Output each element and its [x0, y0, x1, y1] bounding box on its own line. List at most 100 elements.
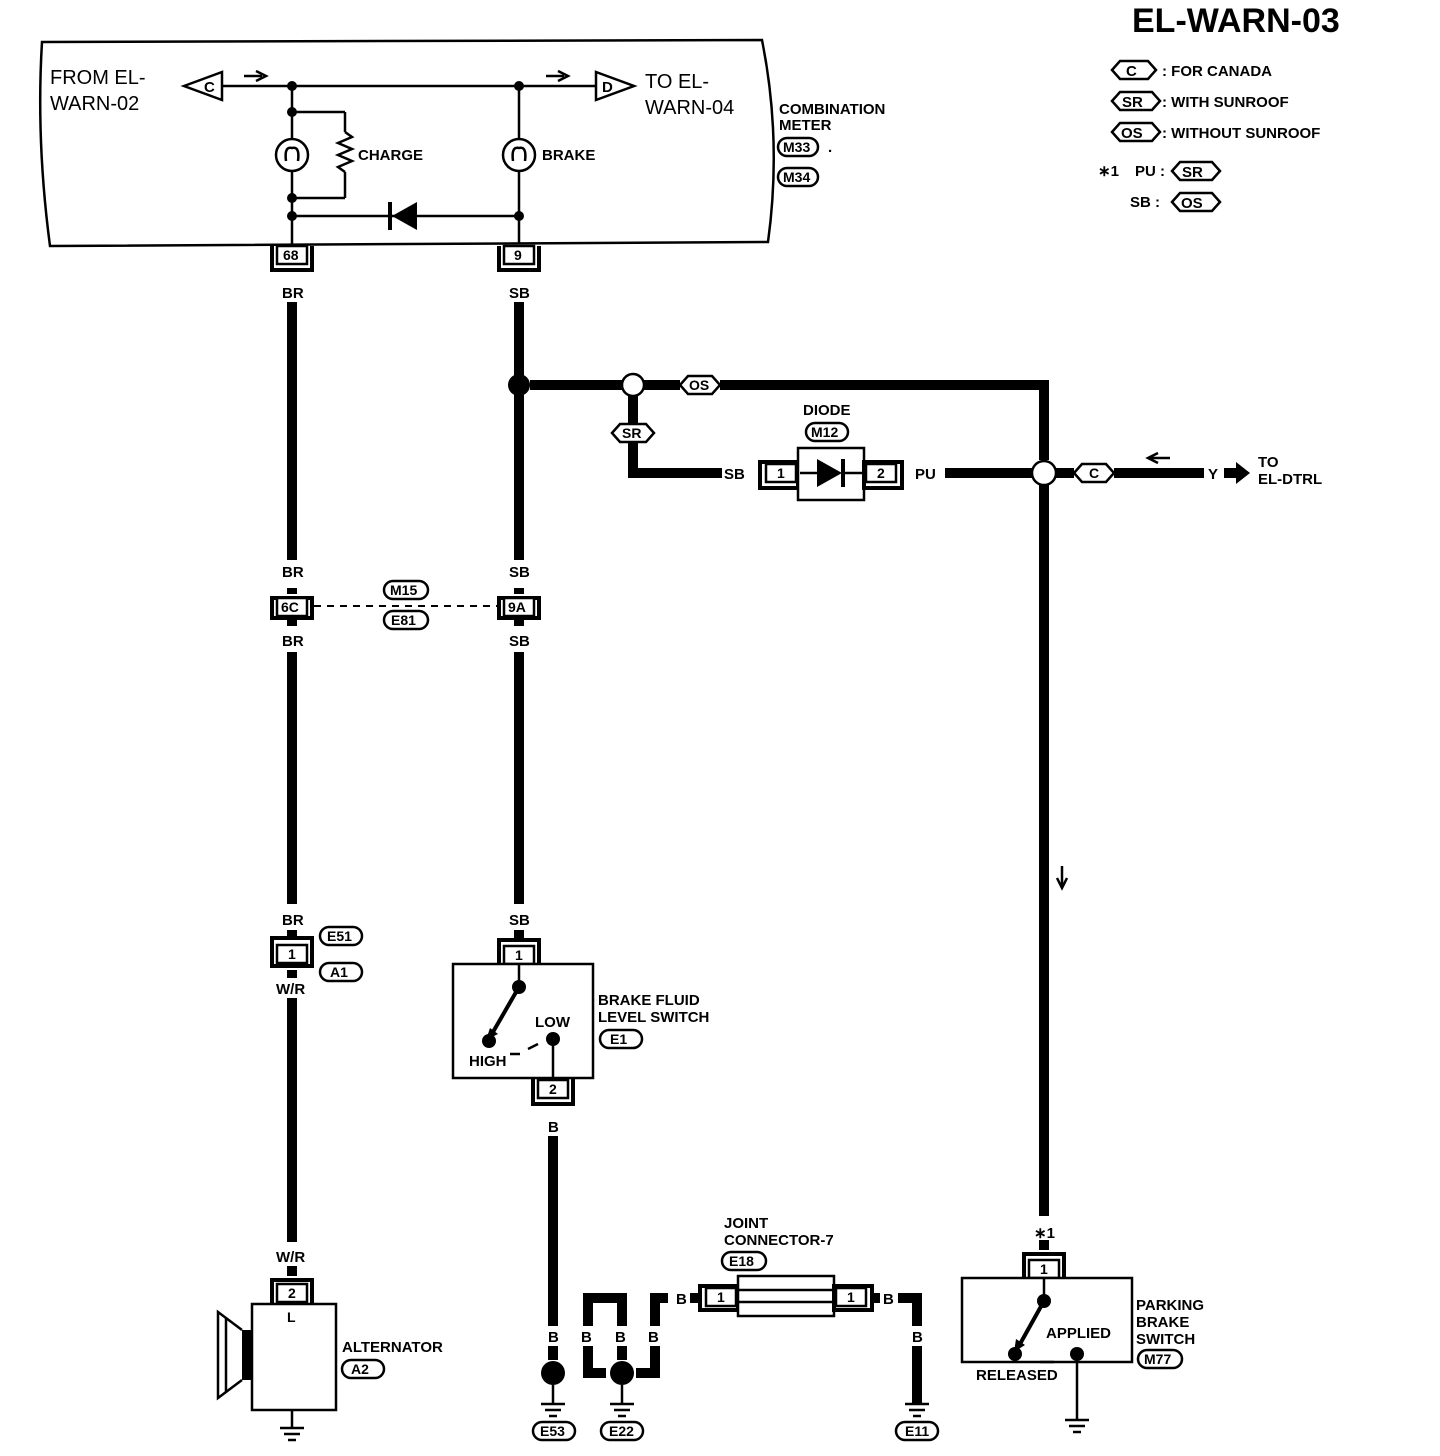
- svg-text:9A: 9A: [508, 599, 526, 615]
- joint-connector-e18: JOINT CONNECTOR-7 E18 1 1 B B E11: [698, 1215, 940, 1442]
- svg-text:PU: PU: [915, 466, 936, 483]
- diode-symbol-icon: [388, 202, 417, 230]
- svg-text:E1: E1: [610, 1031, 627, 1047]
- parking-brake-switch: ∗1 1 APPLIED RELEASED PARKING BRAKE SWIT…: [960, 1225, 1204, 1434]
- svg-text:B: B: [676, 1291, 687, 1308]
- svg-text:1: 1: [288, 946, 296, 962]
- svg-text:JOINT: JOINT: [724, 1215, 768, 1232]
- svg-text:B: B: [548, 1329, 559, 1346]
- svg-text:E22: E22: [609, 1423, 634, 1439]
- svg-text:A2: A2: [351, 1361, 369, 1377]
- brake-fluid-level-switch: 1 HIGH LOW 2 BRAKE FLUID LEVEL SWITCH E1: [451, 938, 709, 1106]
- svg-text:E53: E53: [540, 1423, 565, 1439]
- svg-text:E18: E18: [729, 1253, 754, 1269]
- svg-text:M33: M33: [783, 139, 810, 155]
- ground-icon: [610, 1402, 634, 1418]
- svg-text:B: B: [912, 1329, 923, 1346]
- diagram-title: EL-WARN-03: [1132, 2, 1340, 40]
- svg-text:Y: Y: [1208, 466, 1218, 483]
- connector-e1: E1: [598, 1028, 644, 1050]
- svg-text:SR: SR: [1122, 94, 1143, 111]
- svg-text:B: B: [548, 1119, 559, 1136]
- connector-e81: E81: [382, 609, 430, 631]
- svg-text:LOW: LOW: [535, 1014, 571, 1031]
- legend-without-sunroof: OS : WITHOUT SUNROOF: [1110, 121, 1320, 143]
- ground-e11: E11: [894, 1420, 940, 1442]
- svg-text:SB: SB: [509, 912, 530, 929]
- flow-arrow-right-icon: [244, 69, 269, 83]
- connector-a2: A2: [340, 1358, 386, 1380]
- svg-text:M15: M15: [390, 582, 417, 598]
- connector-m15: M15: [382, 579, 430, 601]
- svg-text:WARN-02: WARN-02: [50, 93, 139, 115]
- svg-text:: WITH SUNROOF: : WITH SUNROOF: [1162, 94, 1289, 111]
- svg-text:1: 1: [1040, 1261, 1048, 1277]
- svg-text:E81: E81: [391, 612, 416, 628]
- ground-icon: [541, 1402, 565, 1418]
- svg-text:CONNECTOR-7: CONNECTOR-7: [724, 1232, 834, 1249]
- meter-pin-9: 9: [497, 244, 541, 272]
- svg-text:1: 1: [847, 1289, 855, 1305]
- ground-wiring: B B E53 B B E22: [531, 1119, 700, 1442]
- svg-text:BR: BR: [282, 285, 304, 302]
- svg-text:APPLIED: APPLIED: [1046, 1325, 1111, 1342]
- ground-icon: [905, 1402, 929, 1418]
- flow-arrow-down-icon: [1055, 866, 1069, 891]
- dtrl-circuit-wiring: PU C Y TO EL-DTRL: [915, 451, 1322, 1216]
- svg-text:SR: SR: [622, 425, 641, 441]
- svg-text:: WITHOUT SUNROOF: : WITHOUT SUNROOF: [1162, 125, 1320, 142]
- svg-text:SB: SB: [509, 285, 530, 302]
- connector-m12: M12: [804, 421, 850, 443]
- diode-symbol-icon: [800, 459, 862, 487]
- legend-with-sunroof: SR : WITH SUNROOF: [1110, 90, 1289, 112]
- ground-icon: [280, 1426, 304, 1442]
- alternator: 2 L ALTERNATOR A2: [216, 1278, 443, 1442]
- svg-text:∗1: ∗1: [1098, 163, 1119, 180]
- svg-text:1: 1: [717, 1289, 725, 1305]
- pulley-icon: [216, 1309, 252, 1401]
- from-connector-c: C: [180, 70, 224, 102]
- flow-arrow-right-icon: [546, 69, 571, 83]
- svg-text:E51: E51: [327, 928, 352, 944]
- svg-text:LEVEL SWITCH: LEVEL SWITCH: [598, 1009, 709, 1026]
- connector-m34: M34: [776, 166, 820, 188]
- svg-text:ALTERNATOR: ALTERNATOR: [342, 1339, 443, 1356]
- svg-text:SB: SB: [724, 466, 745, 483]
- brake-circuit-wiring: SB SB SB SB OS SR SB: [508, 285, 1049, 940]
- svg-text:M34: M34: [783, 169, 810, 185]
- svg-text:BR: BR: [282, 633, 304, 650]
- svg-text:OS: OS: [1121, 125, 1143, 142]
- charge-lamp-icon: [274, 137, 310, 173]
- svg-text:2: 2: [288, 1285, 296, 1301]
- connector-a1: A1: [318, 961, 364, 983]
- svg-text:2: 2: [877, 465, 885, 481]
- svg-text:C: C: [204, 79, 215, 96]
- svg-text:: FOR CANADA: : FOR CANADA: [1162, 63, 1272, 80]
- svg-text:E11: E11: [905, 1423, 929, 1439]
- svg-text:1: 1: [777, 465, 785, 481]
- legend-note: ∗1 PU : SR SB : OS: [1098, 160, 1222, 213]
- svg-text:68: 68: [283, 247, 299, 263]
- svg-text:∗1: ∗1: [1034, 1225, 1055, 1242]
- svg-text:9: 9: [514, 247, 522, 263]
- svg-text:TO EL-: TO EL-: [645, 71, 709, 93]
- flow-arrow-left-icon: [1145, 451, 1170, 465]
- svg-text:CHARGE: CHARGE: [358, 147, 423, 164]
- connector-e18: E18: [720, 1250, 768, 1272]
- svg-text:.: .: [828, 139, 832, 156]
- svg-text:SB: SB: [509, 564, 530, 581]
- svg-text:EL-DTRL: EL-DTRL: [1258, 471, 1322, 488]
- svg-text:W/R: W/R: [276, 1249, 305, 1266]
- connector-m77: M77: [1136, 1348, 1184, 1370]
- svg-text:B: B: [883, 1291, 894, 1308]
- svg-text:L: L: [287, 1309, 296, 1325]
- pin-9a: 9A: [497, 596, 541, 620]
- svg-text:6C: 6C: [281, 599, 299, 615]
- splice-sr: SR: [610, 422, 656, 444]
- svg-text:COMBINATION: COMBINATION: [779, 101, 885, 118]
- svg-text:TO: TO: [1258, 454, 1279, 471]
- svg-text:OS: OS: [689, 377, 709, 393]
- svg-text:1: 1: [515, 947, 523, 963]
- splice-os: OS: [678, 374, 722, 396]
